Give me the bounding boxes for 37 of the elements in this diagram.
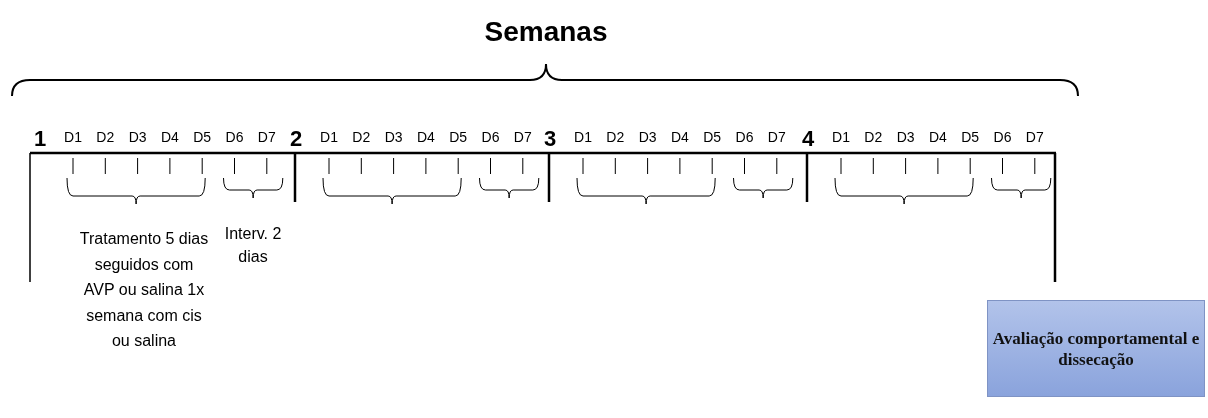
day-label: D3 bbox=[637, 128, 658, 146]
day-label: D1 bbox=[831, 128, 851, 146]
week-number: 2 bbox=[288, 127, 304, 151]
day-label: D5 bbox=[960, 128, 981, 146]
day-label: D2 bbox=[95, 128, 116, 146]
day-label: D6 bbox=[480, 128, 501, 146]
day-label: D7 bbox=[766, 128, 787, 146]
day-label: D1 bbox=[63, 128, 83, 146]
day-label: D7 bbox=[256, 128, 277, 146]
day-label: D1 bbox=[319, 128, 339, 146]
day-label: D5 bbox=[448, 128, 469, 146]
day-label: D2 bbox=[351, 128, 372, 146]
day-label: D4 bbox=[669, 128, 690, 146]
day-label: D6 bbox=[992, 128, 1013, 146]
box-label: Avaliação comportamental e dissecação bbox=[991, 327, 1201, 370]
week-number: 4 bbox=[800, 127, 816, 151]
interval-note: Interv. 2 dias bbox=[223, 224, 283, 267]
day-label: D4 bbox=[927, 128, 948, 146]
day-label: D2 bbox=[605, 128, 626, 146]
week-number: 3 bbox=[542, 127, 558, 151]
title: Semanas bbox=[483, 15, 609, 49]
day-label: D5 bbox=[192, 128, 213, 146]
treatment-note: Tratamento 5 dias seguidos com AVP ou salina 1x semana com cis ou salina bbox=[78, 229, 210, 351]
day-label: D7 bbox=[512, 128, 533, 146]
day-label: D3 bbox=[895, 128, 916, 146]
day-label: D7 bbox=[1024, 128, 1045, 146]
day-label: D3 bbox=[383, 128, 404, 146]
day-label: D5 bbox=[702, 128, 723, 146]
day-label: D4 bbox=[415, 128, 436, 146]
process-box bbox=[987, 300, 1205, 397]
day-label: D6 bbox=[734, 128, 755, 146]
day-label: D4 bbox=[159, 128, 180, 146]
day-label: D2 bbox=[863, 128, 884, 146]
week-number: 1 bbox=[32, 127, 48, 151]
day-label: D6 bbox=[224, 128, 245, 146]
day-label: D3 bbox=[127, 128, 148, 146]
day-label: D1 bbox=[573, 128, 593, 146]
